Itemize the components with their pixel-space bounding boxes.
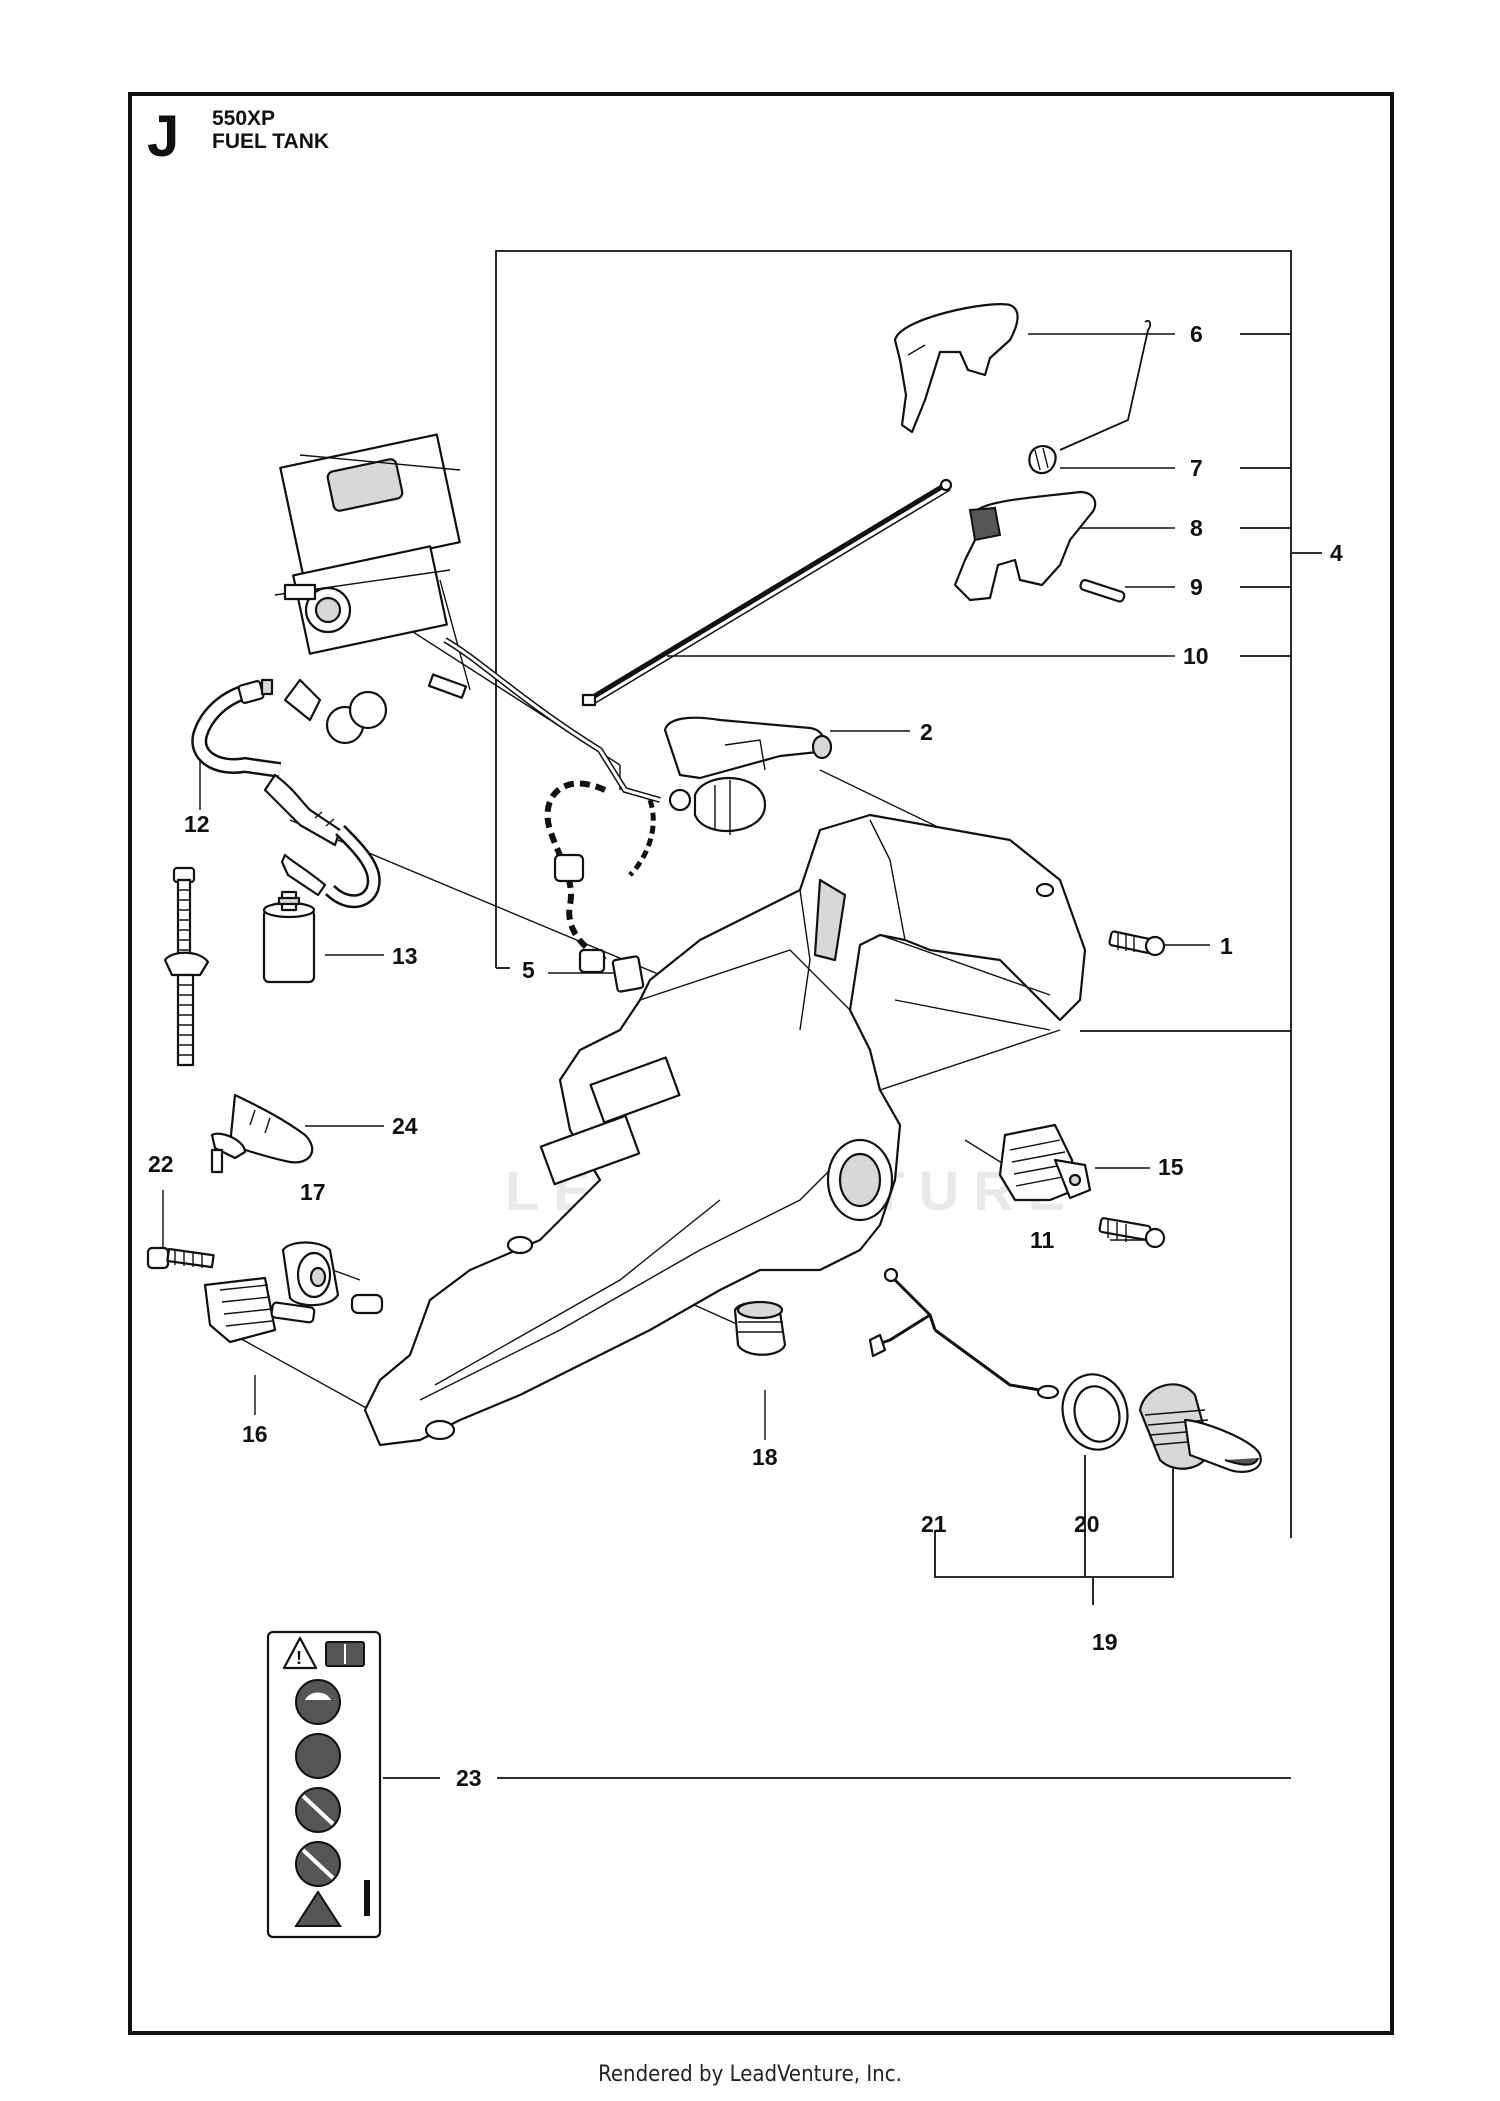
callout-18: 18	[752, 1444, 778, 1470]
choke-lever	[663, 716, 833, 780]
callout-numbers: 1 2 4 5 6 7 8 9 10 11 12 13 15 16 17 18 …	[148, 321, 1343, 1791]
callout-5: 5	[522, 957, 535, 983]
bolt-22	[146, 1246, 215, 1270]
callout-12: 12	[184, 811, 210, 837]
callout-17: 17	[300, 1179, 326, 1205]
screw-11	[1098, 1217, 1166, 1249]
throttle-rod	[581, 478, 953, 707]
callout-20: 20	[1074, 1511, 1100, 1537]
rubber-buffer-17	[281, 1241, 384, 1315]
warning-decal: !	[266, 1630, 382, 1939]
model-number: 550XP	[212, 107, 276, 130]
trigger-pin	[1079, 579, 1126, 603]
callout-11: 11	[1030, 1227, 1055, 1253]
callout-19: 19	[1092, 1629, 1118, 1655]
callout-7: 7	[1190, 455, 1203, 481]
carburetor	[274, 433, 471, 745]
callout-4: 4	[1330, 540, 1343, 566]
callout-9: 9	[1190, 574, 1203, 600]
callout-1: 1	[1220, 933, 1233, 959]
section-letter: J	[147, 104, 180, 169]
callout-15: 15	[1158, 1154, 1184, 1180]
callout-23: 23	[456, 1765, 482, 1791]
assembly-bracket	[383, 250, 1322, 1779]
diagram-frame	[128, 92, 1394, 2035]
callout-2: 2	[920, 719, 933, 745]
callout-13: 13	[392, 943, 418, 969]
fuel-cap	[1138, 1383, 1262, 1473]
av-spring-16	[203, 1276, 316, 1344]
retaining-strap	[868, 1267, 1060, 1400]
diagram-title: FUEL TANK	[212, 130, 330, 153]
footer-credit: Rendered by LeadVenture, Inc.	[598, 2062, 902, 2087]
callout-24: 24	[392, 1113, 418, 1139]
svg-text:!: !	[296, 1648, 302, 1668]
callout-6: 6	[1190, 321, 1203, 347]
av-spring-15	[998, 1123, 1092, 1202]
callout-16: 16	[242, 1421, 268, 1447]
callout-21: 21	[921, 1511, 947, 1537]
bushing-18	[733, 1300, 787, 1356]
callout-8: 8	[1190, 515, 1203, 541]
fuel-pickup-hose	[163, 866, 314, 1174]
fuel-tank-handle-body	[363, 813, 1087, 1447]
throttle-trigger	[953, 490, 1097, 602]
assembly-bracket-19	[934, 1400, 1174, 1605]
fuel-hose	[191, 678, 381, 909]
screw-1	[1108, 930, 1166, 957]
impulse-hose-primer	[443, 637, 767, 993]
fuel-filter	[262, 890, 316, 984]
o-ring	[1061, 1373, 1129, 1451]
callout-22: 22	[148, 1151, 174, 1177]
throttle-lockout	[893, 303, 1019, 434]
callout-10: 10	[1183, 643, 1209, 669]
throttle-spring	[1028, 319, 1152, 475]
